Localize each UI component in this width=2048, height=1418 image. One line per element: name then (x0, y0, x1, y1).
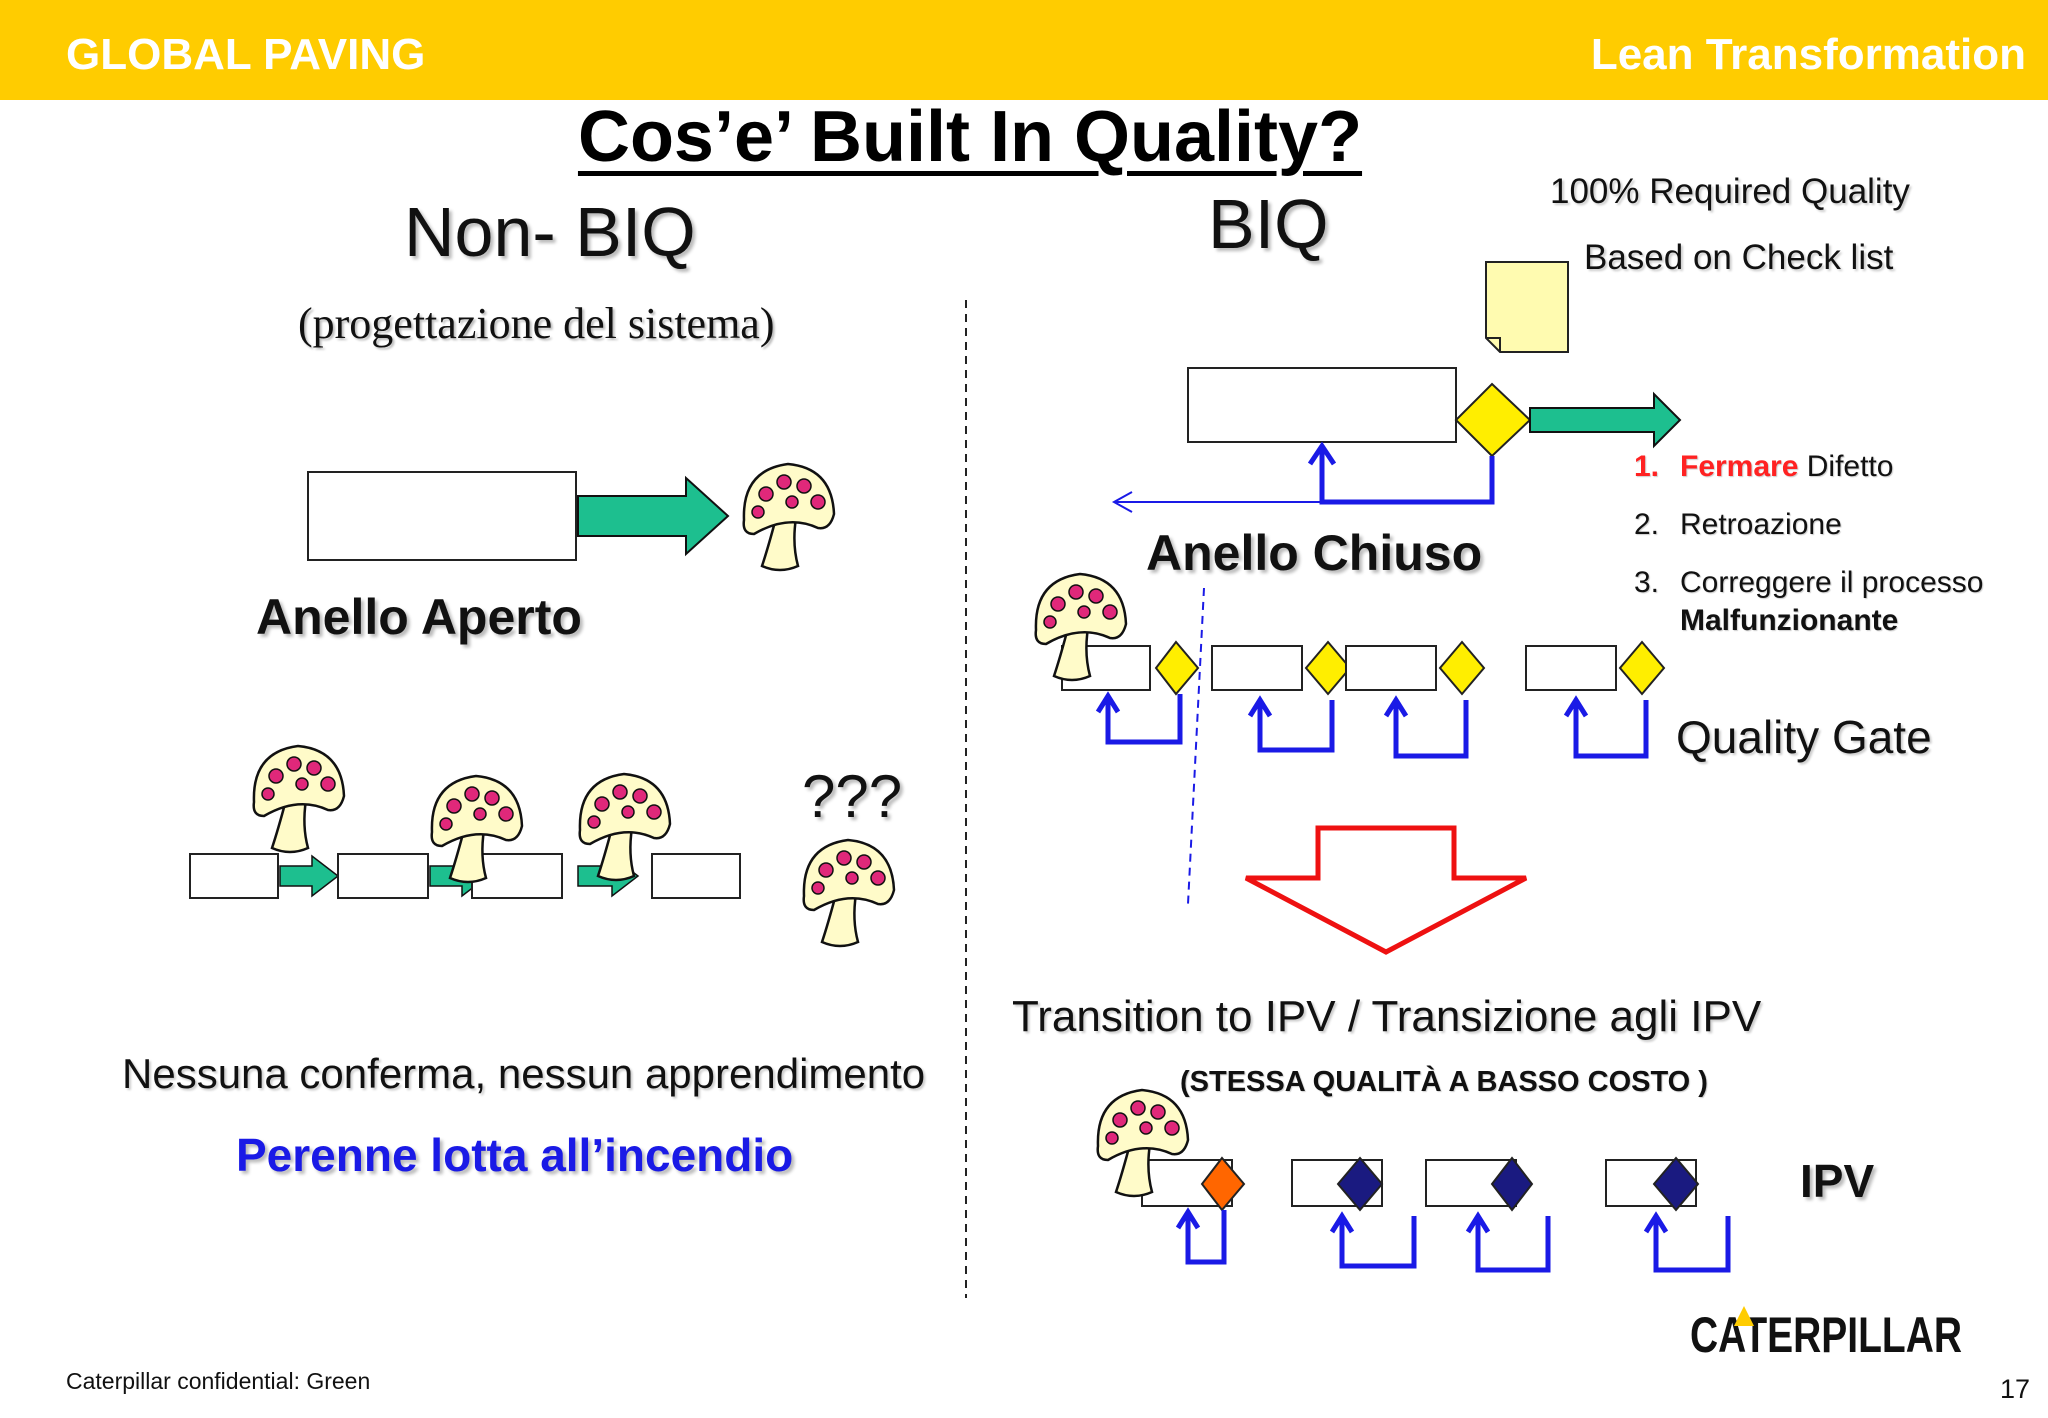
feedback-loop (1319, 450, 1495, 505)
quality-gate-chain (1061, 640, 1666, 696)
step-2-number: 2. (1634, 508, 1660, 541)
question-marks: ??? (802, 763, 903, 830)
biq-heading: BIQ (1208, 185, 1329, 263)
chain-box-3 (471, 853, 563, 899)
chain-box-1 (189, 853, 279, 899)
required-quality-line2: Based on Check list (1584, 238, 1894, 277)
no-confirmation-text: Nessuna conferma, nessun apprendimento (122, 1050, 926, 1097)
checklist-note-icon (1485, 261, 1569, 353)
open-loop-label: Anello Aperto (256, 589, 582, 645)
logo-triangle (1734, 1306, 1754, 1326)
chain-box-2 (337, 853, 429, 899)
step-2-text: Retroazione (1680, 508, 1842, 541)
step-1-text: Difetto (1798, 450, 1894, 483)
transition-arrow (1244, 825, 1528, 955)
closed-loop-label: Anello Chiuso (1146, 525, 1483, 581)
feedback-line-arrowhead (1111, 491, 1133, 513)
step-2: 2. Retroazione (1634, 508, 1842, 542)
quality-gate-label: Quality Gate (1676, 711, 1932, 763)
transition-text: Transition to IPV / Transizione agli IPV (1012, 992, 1762, 1041)
chain-box-4 (651, 853, 741, 899)
required-quality-line1: 100% Required Quality (1550, 172, 1910, 211)
feedback-arrowhead (1307, 441, 1337, 466)
confidential-note: Caterpillar confidential: Green (66, 1368, 371, 1394)
header-bar (0, 0, 2048, 100)
firefighting-text: Perenne lotta all’incendio (236, 1129, 794, 1181)
step-1: 1. Fermare Difetto (1634, 450, 1893, 484)
defect-stop-line (1187, 587, 1205, 905)
header-left-title: GLOBAL PAVING (66, 30, 426, 79)
chain-arrow-1 (279, 854, 340, 898)
system-design-subheading: (progettazione del sistema) (298, 299, 775, 348)
open-loop-arrow (577, 475, 730, 557)
ipv-loops (1175, 1207, 1731, 1273)
slide-title: Cos’e’ Built In Quality? (577, 97, 1363, 177)
step-3-text: Correggere il processo (1680, 566, 1984, 599)
caterpillar-logo: CATERPILLAR (1690, 1300, 1970, 1364)
mushroom-icon (802, 838, 896, 948)
step-1-highlight: Fermare (1680, 450, 1799, 483)
mushroom-icon (252, 744, 346, 854)
mushroom-icon (742, 462, 836, 572)
open-loop-process-box (307, 471, 577, 561)
ipv-chain (1141, 1156, 1700, 1212)
step-3-number: 3. (1634, 566, 1660, 599)
header-right-title: Lean Transformation (1590, 30, 2026, 79)
quality-gate-loops (1095, 691, 1649, 759)
logo-text: CATERPILLAR (1690, 1307, 1962, 1363)
closed-loop-output-arrow (1529, 391, 1682, 449)
closed-loop-process-box (1187, 367, 1457, 443)
page-number: 17 (2000, 1374, 2031, 1404)
step-3-bold: Malfunzionante (1680, 604, 1899, 637)
step-3: 3. Correggere il processo (1634, 566, 1983, 600)
non-biq-heading: Non- BIQ (404, 193, 696, 271)
step-1-number: 1. (1634, 450, 1660, 483)
transition-subtext: (STESSA QUALITÀ A BASSO COSTO ) (1180, 1066, 1708, 1098)
quality-gate-diamond (1454, 382, 1532, 458)
ipv-label: IPV (1800, 1155, 1875, 1207)
